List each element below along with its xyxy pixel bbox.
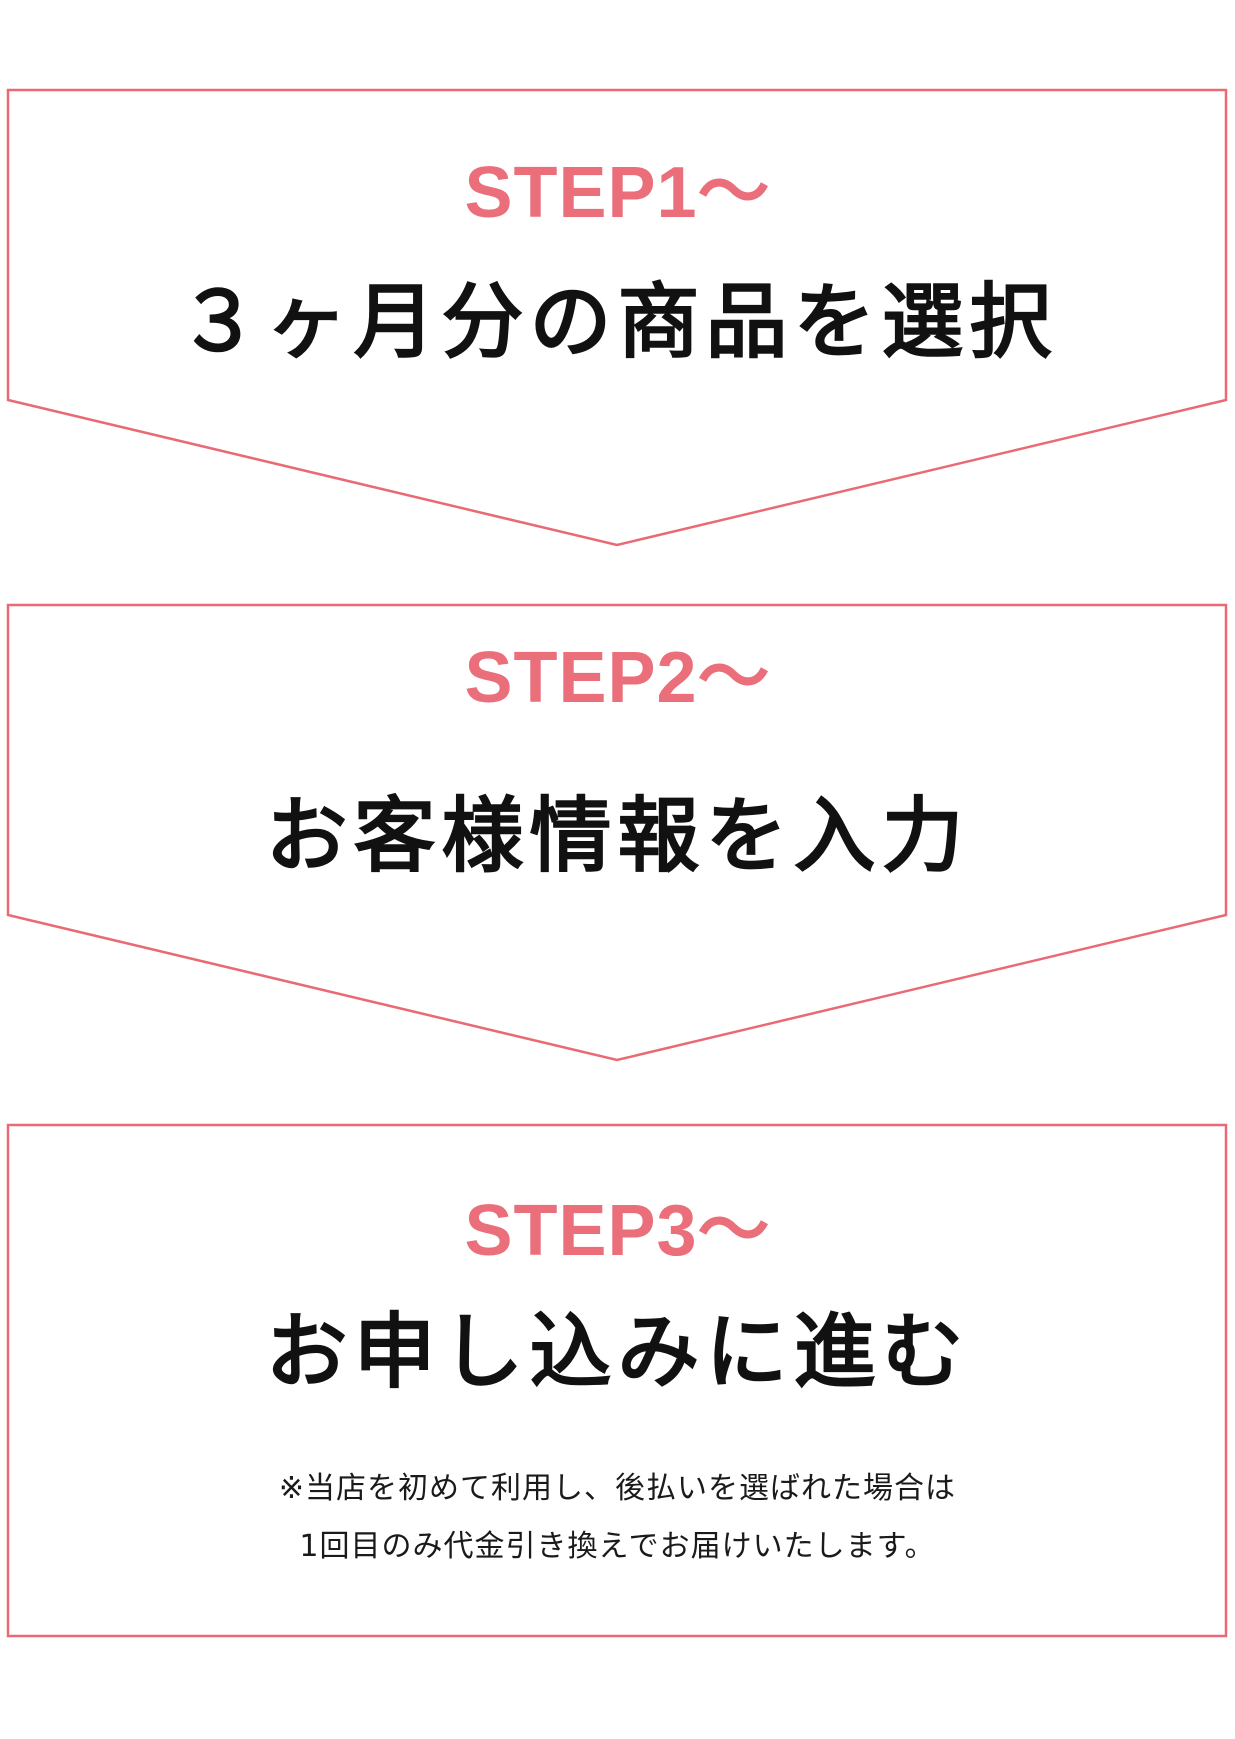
note-line-1: ※当店を初めて利用し、後払いを選ばれた場合は bbox=[278, 1471, 957, 1506]
step2-title: お客様情報を入力 bbox=[265, 789, 970, 884]
step1-label: STEP1～ bbox=[464, 153, 771, 233]
note-line-2: 1回目のみ代金引き換えでお届けいたします。 bbox=[299, 1529, 936, 1564]
step3-title: お申し込みに進む bbox=[265, 1305, 970, 1400]
step3-label: STEP3～ bbox=[464, 1191, 771, 1271]
step1-title: ３ヶ月分の商品を選択 bbox=[177, 275, 1058, 370]
step2-arrow-box bbox=[6, 603, 1228, 1062]
step3-box bbox=[6, 1123, 1228, 1638]
step1-arrow-box bbox=[6, 88, 1228, 547]
step2-label: STEP2～ bbox=[464, 638, 771, 718]
